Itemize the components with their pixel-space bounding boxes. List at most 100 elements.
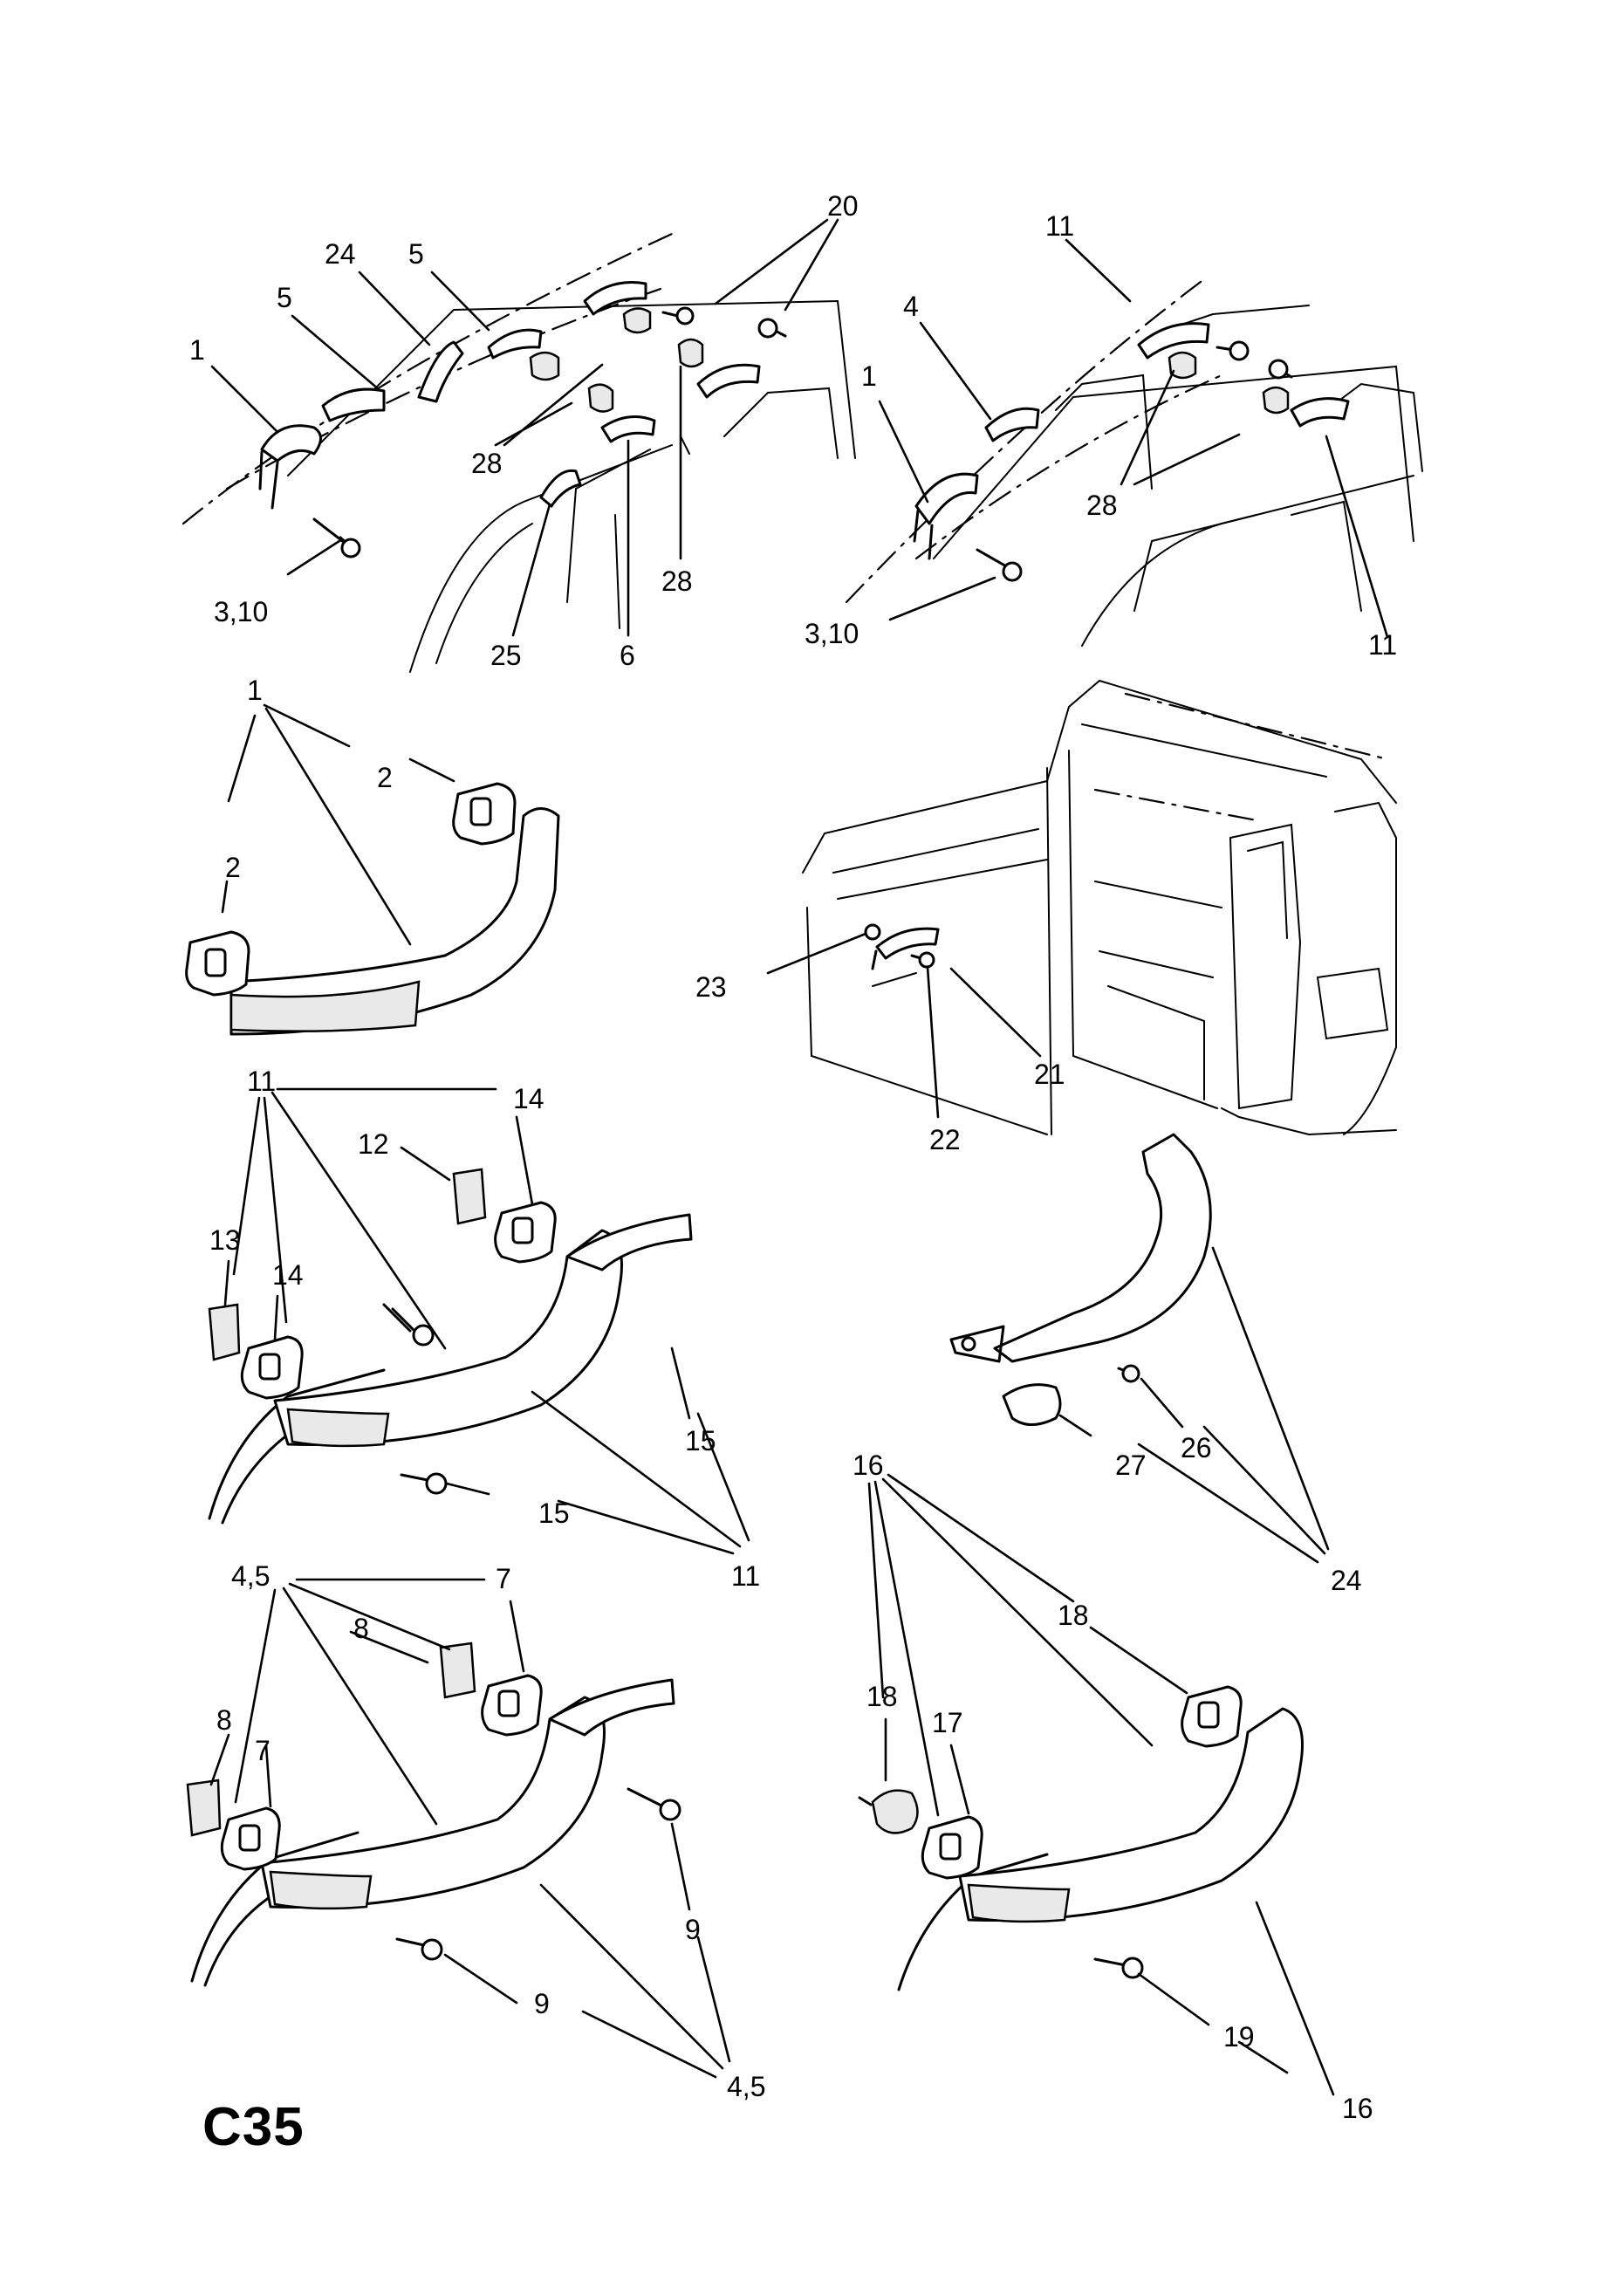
- callout-label: 4,5: [231, 1560, 270, 1592]
- callout-label: 12: [358, 1128, 389, 1160]
- grab-handle-11b: [1290, 397, 1350, 428]
- clip-28e: [1168, 351, 1197, 380]
- callout-label: 5: [408, 238, 424, 270]
- bolt-3-10-r: [976, 548, 1010, 569]
- grab-handle-front: [260, 424, 322, 463]
- callout-label: 23: [695, 971, 727, 1003]
- cap-18: [1181, 1685, 1243, 1748]
- handle-4-5-body: [260, 1696, 606, 1909]
- callout-label: 6: [620, 640, 635, 671]
- coat-hook-2: [487, 328, 543, 360]
- cap-14a: [240, 1335, 304, 1400]
- callout-label: 22: [929, 1124, 961, 1155]
- callout-label: 9: [685, 1914, 701, 1945]
- clip-28d: [677, 338, 704, 368]
- screw-9a: [659, 1799, 681, 1821]
- callout-label: 2: [377, 762, 393, 793]
- cover-cap-2b: [452, 782, 517, 846]
- callout-label: 1: [247, 675, 263, 706]
- handle-24-detail: [949, 1133, 1212, 1426]
- callout-label: 1: [861, 360, 877, 392]
- cover-27: [1002, 1383, 1062, 1426]
- grab-handle-11: [1137, 322, 1210, 360]
- coat-hook: [321, 387, 386, 422]
- leader-lines: [209, 218, 1389, 2096]
- callout-label: 21: [1034, 1059, 1065, 1090]
- callout-label: 25: [490, 640, 522, 671]
- handle-16-detail: [858, 1685, 1304, 1991]
- rear-grab-handle: [417, 340, 464, 403]
- coat-hook-4: [984, 407, 1040, 442]
- callout-label: 17: [932, 1707, 963, 1738]
- rear-door-view: [802, 679, 1397, 1136]
- clip-8a: [186, 1779, 222, 1837]
- callout-label: 15: [538, 1498, 570, 1529]
- callout-numbers: 20 11 24 5 5 4 1 1 28 28 28 3,10 3,10 25…: [189, 190, 1397, 2124]
- clip-12: [452, 1168, 487, 1225]
- grab-handle-20: [696, 363, 761, 399]
- clip-28b: [622, 307, 652, 334]
- grab-handle-6: [600, 415, 656, 443]
- door-grab-handle-21: [875, 927, 940, 960]
- callout-label: 4: [903, 291, 919, 322]
- cap-17: [921, 1815, 983, 1880]
- clip-13: [208, 1303, 241, 1361]
- roof-interior-left-view: [181, 232, 856, 673]
- callout-label: 28: [661, 565, 693, 597]
- callout-label: 28: [1086, 490, 1118, 521]
- page-code-label: C35: [202, 2097, 305, 2157]
- screw-15a: [412, 1324, 435, 1347]
- callout-label: 13: [209, 1224, 241, 1256]
- callout-label: 7: [255, 1735, 270, 1766]
- callout-label: 11: [247, 1066, 276, 1097]
- callout-label: 8: [353, 1613, 369, 1644]
- handle-11-detail: [208, 1168, 693, 1525]
- callout-label: 14: [272, 1259, 304, 1291]
- callout-label: 16: [853, 1450, 884, 1481]
- callout-label: 24: [1331, 1565, 1362, 1596]
- callout-label: 4,5: [727, 2071, 765, 2102]
- handle-4-5-detail: [186, 1641, 681, 1987]
- callout-label: 15: [685, 1425, 716, 1456]
- grab-handle-upper: [583, 281, 647, 316]
- callout-label: 20: [827, 190, 859, 222]
- cap-14b: [494, 1201, 557, 1264]
- screw-15b: [425, 1472, 448, 1495]
- callout-label: 11: [1045, 210, 1074, 242]
- callout-label: 2: [225, 852, 241, 883]
- callout-label: 27: [1115, 1450, 1147, 1481]
- grab-handle-front-r: [914, 472, 979, 525]
- callout-label: 18: [866, 1681, 898, 1712]
- callout-label: 8: [216, 1704, 232, 1736]
- screw-26: [1121, 1364, 1140, 1383]
- clip-28c: [587, 383, 614, 413]
- grab-handle-25: [539, 469, 582, 508]
- handle-1-detail: [185, 782, 560, 1036]
- callout-label: 3,10: [805, 618, 859, 649]
- handle-24-body: [993, 1133, 1212, 1363]
- callout-label: 24: [325, 238, 356, 270]
- screw-9b: [421, 1938, 443, 1961]
- callout-label: 11: [1368, 629, 1397, 661]
- anchor-18: [871, 1789, 919, 1834]
- callout-label: 19: [1223, 2021, 1255, 2053]
- nut-23: [864, 923, 881, 941]
- callout-label: 5: [277, 282, 292, 313]
- cap-7b: [481, 1674, 543, 1737]
- clip-28a: [529, 351, 560, 381]
- callout-label: 9: [534, 1988, 550, 2019]
- callout-label: 26: [1181, 1432, 1212, 1463]
- callout-label: 11: [731, 1560, 760, 1592]
- callout-label: 3,10: [214, 596, 268, 627]
- callout-label: 7: [496, 1563, 511, 1594]
- clip-8b: [439, 1641, 476, 1699]
- callout-label: 28: [471, 448, 503, 479]
- callout-label: 1: [189, 334, 205, 366]
- cover-cap-2a: [185, 930, 250, 997]
- roof-interior-right-view: [845, 278, 1423, 647]
- callout-label: 18: [1058, 1600, 1089, 1631]
- bolt-22: [918, 951, 935, 969]
- cap-7a: [220, 1806, 281, 1871]
- callout-label: 14: [513, 1083, 544, 1114]
